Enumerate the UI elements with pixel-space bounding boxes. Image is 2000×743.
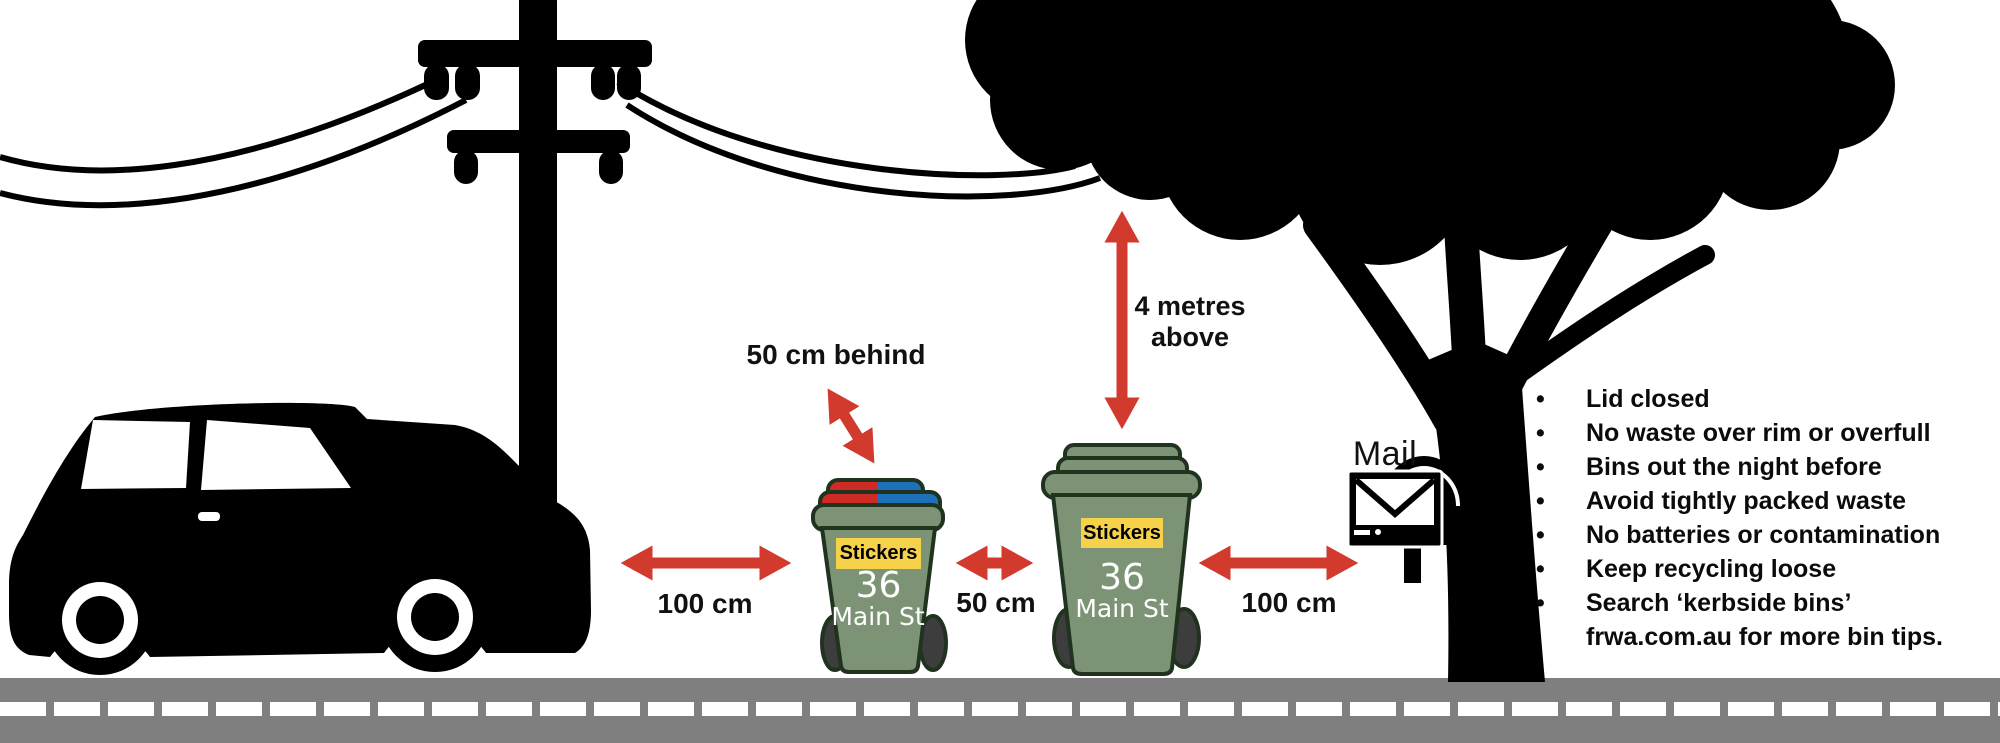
bullet-icon: • (1536, 385, 1545, 413)
general-bin-sticker: Stickers (1081, 518, 1163, 548)
label-4-metres-above: 4 metres above (1134, 291, 1246, 352)
list-item: • Keep recycling loose (1528, 552, 1998, 586)
general-bin-street: Main St (1075, 594, 1169, 623)
bullet-icon: • (1536, 589, 1545, 617)
label-50cm-bins: 50 cm (956, 587, 1036, 618)
road-centre-line (0, 702, 2000, 716)
bin-tips-list: • Lid closed • No waste over rim or over… (1528, 382, 1998, 654)
power-pole-icon (418, 0, 652, 562)
bullet-icon: • (1536, 521, 1545, 549)
tree-icon (965, 0, 1895, 682)
recycling-bin-street: Main St (831, 602, 925, 631)
label-100cm-car: 100 cm (657, 588, 753, 619)
list-item: • No batteries or contamination (1528, 518, 1998, 552)
list-item: • Lid closed (1528, 382, 1998, 416)
power-lines (0, 77, 1102, 209)
measurement-arrows (620, 210, 1359, 581)
bullet-icon: • (1536, 453, 1545, 481)
mailbox-icon (1346, 456, 1466, 583)
mailbox-label: Mail (1352, 435, 1418, 473)
bullet-icon: • (1536, 487, 1545, 515)
label-100cm-mailbox: 100 cm (1241, 587, 1337, 618)
recycling-bin-number: 36 (855, 565, 902, 606)
bullet-icon: • (1536, 555, 1545, 583)
list-item: • Avoid tightly packed waste (1528, 484, 1998, 518)
list-item: • No waste over rim or overfull (1528, 416, 1998, 450)
arrow-behind (827, 388, 875, 464)
list-item: • Bins out the night before (1528, 450, 1998, 484)
general-bin-number: 36 (1099, 557, 1145, 598)
recycling-bin-sticker: Stickers (836, 538, 921, 569)
bullet-icon: • (1536, 419, 1545, 447)
label-50cm-behind: 50 cm behind (746, 339, 926, 370)
list-item-continuation: frwa.com.au for more bin tips. (1586, 623, 1943, 651)
car-icon (9, 402, 591, 675)
list-item: • Search ‘kerbside bins’ (1528, 586, 1998, 620)
